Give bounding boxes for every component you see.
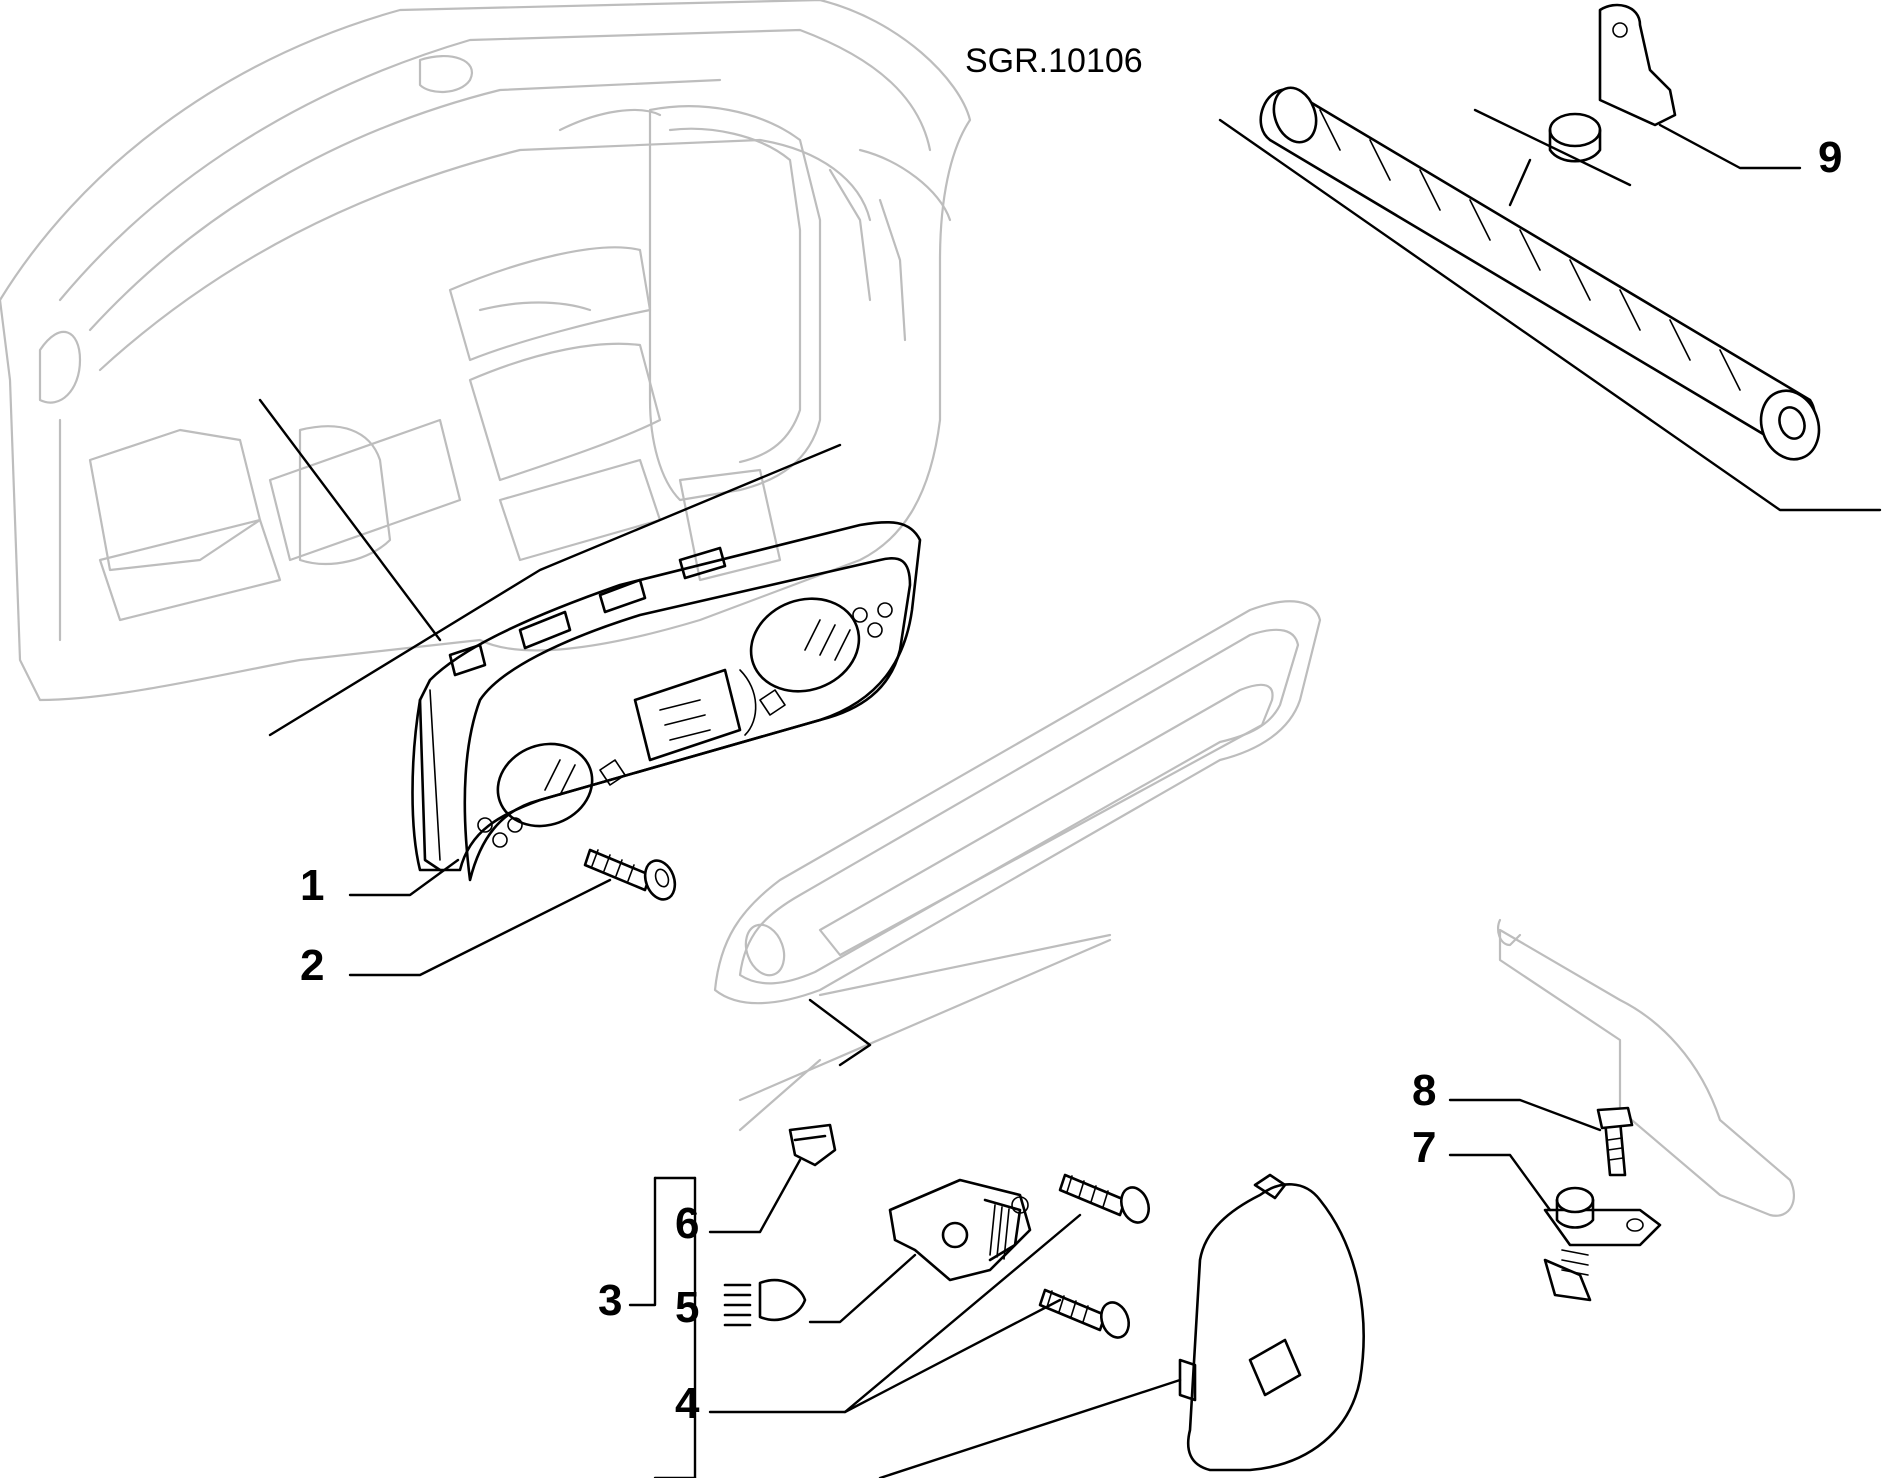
leader-1 — [348, 858, 460, 897]
leader-5 — [808, 1253, 917, 1324]
instrument-cluster — [411, 520, 922, 882]
callout-3: 3 — [598, 1276, 622, 1325]
leader-4a — [708, 1213, 1082, 1414]
light-switch-5 — [888, 1178, 1032, 1282]
callout-8: 8 — [1412, 1066, 1436, 1115]
leader-6 — [708, 1158, 802, 1234]
handbrake-lever — [1496, 918, 1795, 1217]
callout-1: 1 — [300, 861, 324, 910]
leader-3 — [628, 1176, 657, 1307]
callout-9: 9 — [1818, 133, 1842, 182]
clip-6 — [788, 1123, 837, 1167]
dashboard-outline — [0, 0, 972, 702]
screw-4-lower — [1038, 1288, 1130, 1339]
leader-4c — [878, 1378, 1182, 1480]
leader-8 — [1448, 1098, 1602, 1132]
bracket-7 — [1543, 1186, 1662, 1302]
headlight-beam-icon — [723, 1278, 807, 1327]
sensor-9 — [1548, 3, 1677, 163]
leader-7 — [1448, 1153, 1552, 1212]
leader-2 — [348, 878, 612, 977]
screw-2 — [583, 848, 677, 901]
reference-label-sgr: SGR.10106 — [965, 42, 1143, 80]
cluster-bezel — [713, 600, 1322, 1005]
callout-6: 6 — [675, 1199, 699, 1248]
cluster-cover — [1178, 1173, 1365, 1472]
camshaft — [1259, 86, 1821, 461]
bolt-8 — [1596, 1106, 1634, 1177]
callout-2: 2 — [300, 941, 324, 990]
leader-9 — [1658, 123, 1802, 170]
callout-7: 7 — [1412, 1123, 1436, 1172]
callout-4: 4 — [675, 1379, 700, 1428]
leader-4b — [843, 1298, 1062, 1414]
screw-4-upper — [1058, 1173, 1150, 1224]
callout-5: 5 — [675, 1283, 699, 1332]
